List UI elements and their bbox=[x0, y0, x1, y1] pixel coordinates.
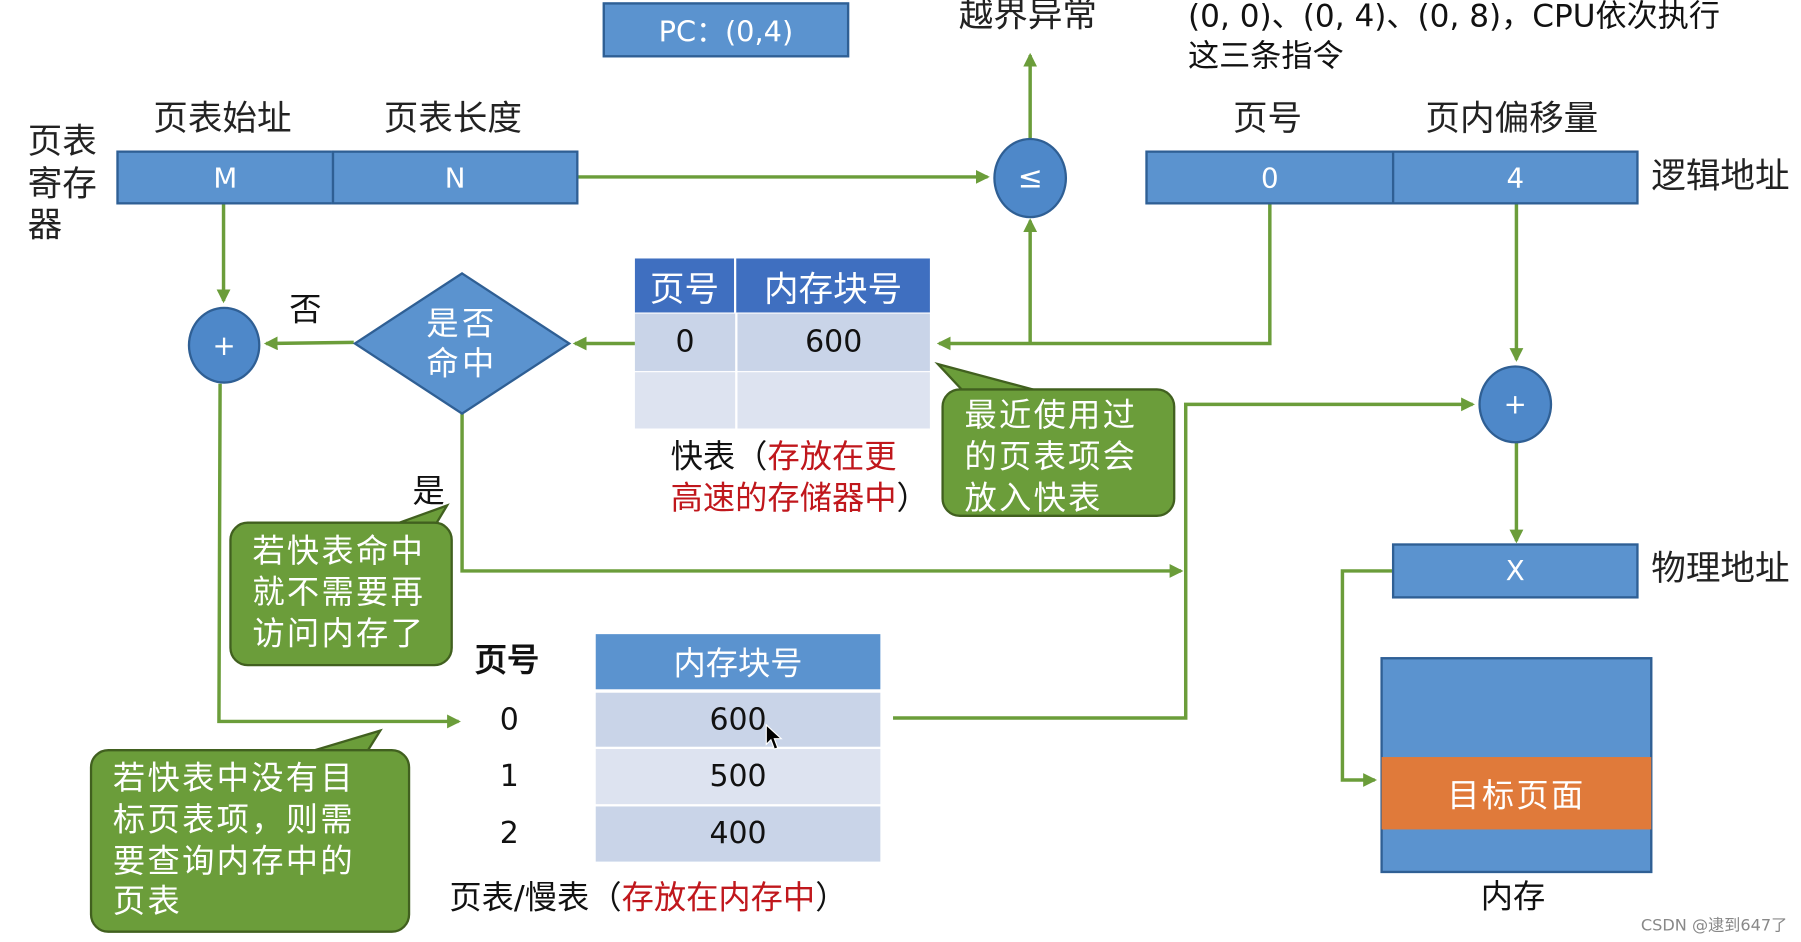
diamond-text: 是否 命中 bbox=[426, 304, 498, 383]
logical-offset-cell: 4 bbox=[1391, 150, 1639, 205]
register-label-line2: 寄存 bbox=[27, 164, 97, 205]
logical-address-label: 逻辑地址 bbox=[1651, 156, 1790, 197]
mouse-cursor-icon bbox=[765, 723, 783, 750]
logical-page-label: 页号 bbox=[1232, 98, 1303, 140]
no-label: 否 bbox=[289, 290, 322, 329]
register-start-label: 页表始址 bbox=[153, 98, 292, 140]
instruction-text-line2: 这三条指令 bbox=[1188, 39, 1344, 75]
exception-label: 越界异常 bbox=[958, 0, 1097, 36]
register-label-line1: 页表 bbox=[27, 121, 97, 162]
register-length-cell: N bbox=[331, 150, 579, 205]
note-miss: 若快表中没有目标页表项，则需要查询内存中的页表 bbox=[89, 749, 411, 933]
yes-label: 是 bbox=[412, 472, 445, 511]
logical-offset-label: 页内偏移量 bbox=[1425, 98, 1599, 140]
page-table-header-page: 页号 bbox=[474, 641, 540, 679]
plus-circle-right: + bbox=[1478, 365, 1553, 444]
tlb-row1-page: 0 bbox=[634, 313, 736, 372]
tlb-row1-block: 600 bbox=[737, 313, 930, 372]
tlb-caption-line2: 高速的存储器中） bbox=[670, 479, 929, 517]
page-table-row1-block: 600 bbox=[595, 692, 881, 747]
page-table-row2-page: 1 bbox=[499, 759, 519, 794]
page-table-header-block: 内存块号 bbox=[595, 634, 881, 690]
physical-address-label: 物理地址 bbox=[1651, 549, 1790, 590]
note-recent: 最近使用过的页表项会放入快表 bbox=[941, 388, 1176, 517]
arrow-hit-to-block bbox=[460, 413, 1184, 578]
arrow-block-to-plus bbox=[893, 397, 1475, 720]
watermark: CSDN @逮到647了 bbox=[1640, 916, 1788, 936]
plus-circle-left: + bbox=[187, 306, 261, 384]
arrow-physical-to-memory bbox=[1340, 569, 1394, 787]
target-page: 目标页面 bbox=[1381, 757, 1652, 830]
compare-circle: ≤ bbox=[993, 137, 1068, 219]
tlb-row2-block bbox=[737, 372, 930, 429]
memory-label: 内存 bbox=[1480, 877, 1546, 916]
hit-decision-diamond bbox=[352, 272, 572, 415]
register-label-line3: 器 bbox=[27, 205, 63, 246]
pc-box: PC：(0,4) bbox=[602, 2, 850, 58]
arrow-plus-to-page-table bbox=[217, 383, 461, 729]
page-table-row2-block: 500 bbox=[595, 749, 881, 805]
register-length-label: 页表长度 bbox=[383, 98, 522, 140]
tlb-caption-line1: 快表（存放在更 bbox=[670, 437, 897, 476]
register-start-cell: M bbox=[116, 150, 335, 205]
page-table-caption: 页表/慢表（存放在内存中） bbox=[449, 878, 848, 917]
instruction-text-line1: (0, 0)、(0, 4)、(0, 8)，CPU依次执行 bbox=[1188, 0, 1721, 35]
physical-address-cell: X bbox=[1391, 543, 1639, 599]
note-hit: 若快表命中就不需要再访问内存了 bbox=[229, 521, 453, 667]
tlb-header-page: 页号 bbox=[634, 258, 737, 313]
arrow-page-number-to-tlb bbox=[936, 203, 1272, 351]
arrow-diamond-to-plus bbox=[263, 336, 354, 351]
tlb-row2-page bbox=[634, 372, 736, 429]
logical-page-cell: 0 bbox=[1145, 150, 1395, 205]
page-table-row3-block: 400 bbox=[595, 806, 881, 862]
tlb-header-block: 内存块号 bbox=[736, 258, 930, 313]
page-table-row3-page: 2 bbox=[499, 816, 519, 852]
page-table-row1-page: 0 bbox=[499, 703, 519, 738]
